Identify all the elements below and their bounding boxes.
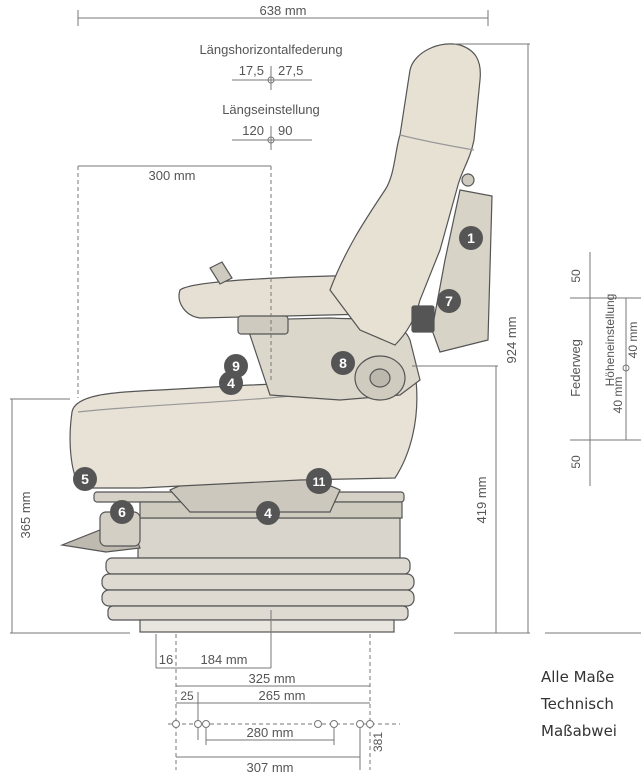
hole-381-label: 381 xyxy=(371,732,385,752)
armrest-hook xyxy=(209,261,233,285)
marker-5-circle xyxy=(73,467,97,491)
bellows-1 xyxy=(105,557,411,575)
hole-1 xyxy=(172,720,180,728)
lhf-right: 27,5 xyxy=(278,63,303,78)
marker-8-circle xyxy=(331,351,355,375)
callout-markers: 1 4 4 5 6 7 8 9 xyxy=(73,226,483,525)
note-line-2: Technisch xyxy=(541,695,614,713)
marker-8-text: 8 xyxy=(339,355,347,371)
marker-11: 11 xyxy=(306,468,332,494)
hole-2 xyxy=(194,720,202,728)
hoehe-plus-label: 40 mm xyxy=(626,322,640,359)
marker-1-circle xyxy=(459,226,483,250)
recline-knob xyxy=(369,368,391,388)
marker-11-text: 11 xyxy=(313,475,326,489)
bellows-3 xyxy=(101,589,415,607)
offset-16-label: 16 xyxy=(159,652,173,667)
marker-4b: 4 xyxy=(256,501,280,525)
marker-1: 1 xyxy=(459,226,483,250)
le-left: 120 xyxy=(242,123,264,138)
width-325-label: 325 mm xyxy=(249,671,296,686)
marker-8: 8 xyxy=(331,351,355,375)
le-title: Längseinstellung xyxy=(222,102,320,117)
hoehe-circle xyxy=(622,364,630,372)
le-circle xyxy=(267,136,275,144)
armrest-bracket xyxy=(237,315,289,335)
note-line-3: Maßabwei xyxy=(541,722,617,740)
cushion-seam xyxy=(77,394,301,413)
hole-3 xyxy=(202,720,210,728)
seat-height-label: 419 mm xyxy=(474,477,489,524)
note-line-1: Alle Maße xyxy=(541,668,615,686)
backrest-seam xyxy=(399,134,475,151)
hole-7 xyxy=(366,720,374,728)
top-buckle xyxy=(461,173,475,187)
width-307-label: 307 mm xyxy=(247,760,294,775)
width-265-label: 265 mm xyxy=(259,688,306,703)
marker-6: 6 xyxy=(110,500,134,524)
le-right: 90 xyxy=(278,123,292,138)
marker-5-text: 5 xyxy=(81,471,89,487)
marker-1-text: 1 xyxy=(467,230,475,246)
bellows-4 xyxy=(107,605,409,621)
marker-7-circle xyxy=(437,289,461,313)
marker-7: 7 xyxy=(437,289,461,313)
marker-11-circle xyxy=(306,468,332,494)
hoeheneinstellung-label: Höheneinstellung xyxy=(603,294,617,387)
hoehe-minus-label: 40 mm xyxy=(611,377,625,414)
overall-width-label: 638 mm xyxy=(260,3,307,18)
marker-9: 9 xyxy=(224,354,248,378)
scale-top-label: 50 xyxy=(569,269,583,283)
hole-5 xyxy=(330,720,338,728)
lhf-left: 17,5 xyxy=(239,63,264,78)
marker-4a-text: 4 xyxy=(227,375,235,391)
dimension-lines xyxy=(10,10,641,770)
scale-bottom-label: 50 xyxy=(569,455,583,469)
marker-4b-text: 4 xyxy=(264,505,272,521)
seat-depth-label: 300 mm xyxy=(149,168,196,183)
marker-9-circle xyxy=(224,354,248,378)
lhf-circle xyxy=(267,76,275,84)
hole-4 xyxy=(314,720,322,728)
marker-6-text: 6 xyxy=(118,504,126,520)
marker-4b-circle xyxy=(256,501,280,525)
backrest xyxy=(329,43,481,346)
marker-9-text: 9 xyxy=(232,358,240,374)
dimension-labels: 638 mm Längshorizontalfederung 17,5 27,5… xyxy=(18,3,640,775)
federweg-label: Federweg xyxy=(568,339,583,397)
base-height-label: 365 mm xyxy=(18,492,33,539)
bellows-2 xyxy=(101,573,415,591)
offset-25-label: 25 xyxy=(180,689,194,703)
base-foot xyxy=(139,619,395,633)
width-184-label: 184 mm xyxy=(201,652,248,667)
width-280-label: 280 mm xyxy=(247,725,294,740)
marker-7-text: 7 xyxy=(445,293,453,309)
hole-6 xyxy=(356,720,364,728)
lumbar-switch xyxy=(411,305,435,333)
seat-illustration xyxy=(59,43,493,633)
marker-6-circle xyxy=(110,500,134,524)
total-height-label: 924 mm xyxy=(504,317,519,364)
mounting-holes xyxy=(172,720,374,728)
lhf-title: Längshorizontalfederung xyxy=(199,42,342,57)
marker-5: 5 xyxy=(73,467,97,491)
